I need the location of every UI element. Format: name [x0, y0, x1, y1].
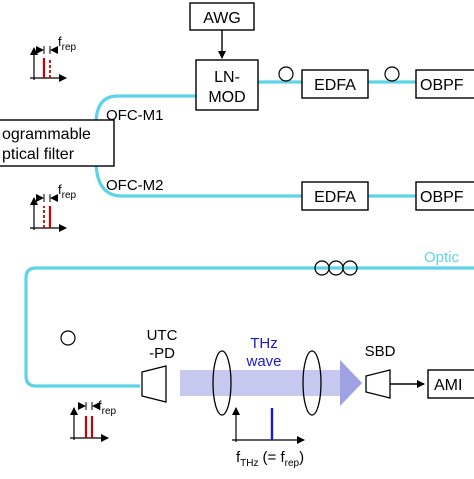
spectrum-bottom: frep [70, 398, 117, 442]
edfa-top-label: EDFA [314, 77, 356, 94]
optic-label: Optic [424, 249, 460, 266]
ln-mod-label-2: MOD [208, 89, 245, 106]
block-edfa-bottom: EDFA [301, 181, 369, 211]
sbd-label: SBD [365, 343, 396, 360]
ofc-m2-label: OFC-M2 [106, 177, 164, 194]
ofc-m1-label: OFC-M1 [106, 107, 164, 124]
obpf-bottom-label: OBPF [420, 189, 464, 206]
spectrum-bottom-symbol: frep [98, 398, 117, 417]
ln-mod-label-1: LN- [214, 69, 240, 86]
thz-label-1: THz [250, 335, 278, 352]
amp-label: AMI [434, 377, 462, 394]
block-edfa-top: EDFA [301, 69, 369, 99]
thz-beam [180, 360, 362, 406]
lens-left [212, 350, 232, 416]
thz-spectrum: fTHz(= frep) [232, 407, 305, 469]
fiber-coil-icon [60, 66, 400, 346]
block-ln-mod: LN- MOD [195, 59, 259, 111]
block-obpf-top: OBPF [415, 69, 474, 99]
lens-right [302, 350, 322, 416]
filter-label-2: ptical filter [2, 146, 75, 163]
spectrum-middle-symbol: frep [58, 182, 77, 201]
spectrum-top: frep [30, 34, 77, 82]
block-obpf-bottom: OBPF [415, 181, 474, 211]
awg-label: AWG [203, 10, 241, 27]
obpf-top-label: OBPF [420, 77, 464, 94]
fiber-m1 [94, 94, 196, 125]
utc-pd-label-1: UTC [147, 327, 178, 344]
filter-label-1: ogrammable [2, 126, 91, 143]
thz-freq-label: fTHz(= frep) [236, 449, 304, 469]
utc-pd-label-2: -PD [149, 345, 175, 362]
spectrum-icon: frep frep frep [30, 34, 117, 442]
block-awg: AWG [189, 2, 255, 31]
edfa-bottom-label: EDFA [314, 189, 356, 206]
fiber-paths [24, 80, 474, 388]
thz-label-2: wave [245, 353, 281, 370]
block-amp: AMI [427, 369, 474, 399]
lens-icon [212, 350, 322, 416]
block-programmable-filter: ogrammable ptical filter [0, 119, 115, 167]
spectrum-middle: frep [30, 182, 77, 232]
spectrum-top-symbol: frep [58, 34, 77, 53]
fiber-output [24, 266, 474, 388]
detector-icon [141, 365, 167, 403]
utc-pd-horn [141, 365, 167, 403]
fiber-m2 [94, 159, 302, 198]
sbd-detector [365, 369, 391, 399]
